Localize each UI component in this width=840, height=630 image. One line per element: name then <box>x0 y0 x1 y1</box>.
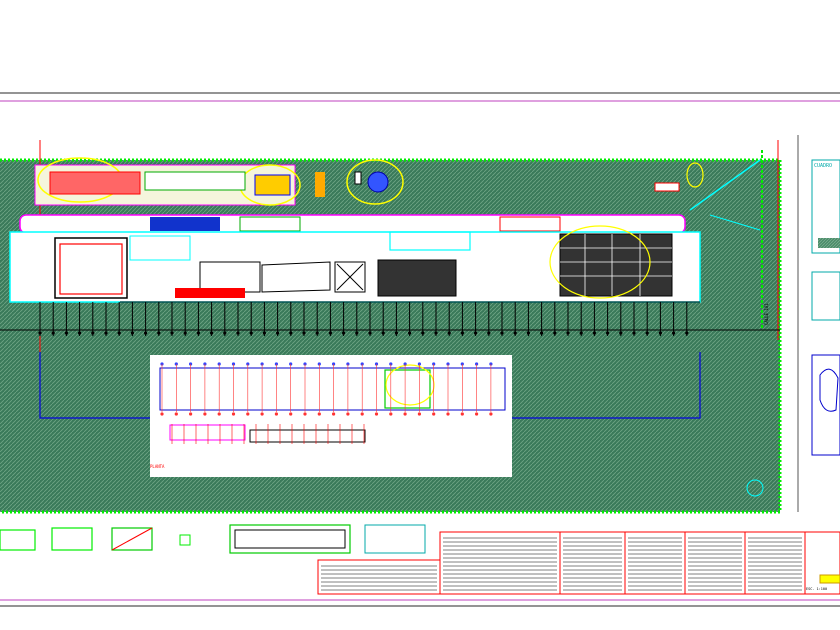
grid-dot <box>317 412 321 416</box>
grid-dot <box>231 412 236 416</box>
right-legend-panel: CUADRO <box>797 135 840 512</box>
grid-dot <box>346 412 350 416</box>
column-marker <box>104 331 108 335</box>
street-label: CALLE 101 <box>764 303 769 325</box>
column-marker <box>117 331 121 335</box>
stamp-label: ESC. 1:100 <box>806 587 827 591</box>
column-marker <box>328 331 332 335</box>
sheet-frame <box>0 92 840 607</box>
bottom-legend <box>0 524 426 554</box>
detail-grid-dots <box>160 362 493 444</box>
grid-dot <box>460 412 464 416</box>
column-marker <box>249 331 253 335</box>
grid-dot <box>475 412 479 416</box>
column-marker <box>64 331 68 335</box>
column-marker <box>632 331 636 335</box>
grid-dot <box>432 412 436 416</box>
column-marker <box>513 331 517 335</box>
top-strip <box>34 157 704 206</box>
title-block-lines <box>321 537 802 591</box>
grid-dot <box>489 412 493 416</box>
column-marker <box>262 331 266 335</box>
column-marker <box>460 331 464 335</box>
grid-dot <box>174 412 178 416</box>
grid-dot <box>303 412 307 416</box>
column-marker <box>394 331 398 335</box>
grid-dot <box>246 412 250 416</box>
grid-dot <box>274 412 278 416</box>
column-marker <box>408 331 412 335</box>
column-marker <box>434 331 438 335</box>
column-marker <box>474 331 478 335</box>
site-boundary <box>0 158 782 514</box>
column-marker <box>487 331 491 335</box>
column-marker <box>672 331 676 335</box>
grid-dot <box>332 412 336 416</box>
detail-box: PLANTA <box>150 355 512 477</box>
grid-dot <box>203 412 207 416</box>
column-marker <box>315 331 319 335</box>
column-marker <box>553 331 557 335</box>
column-marker <box>500 331 504 335</box>
grid-dot <box>160 412 164 416</box>
grid-dot <box>446 412 450 416</box>
grid-dot <box>289 412 293 416</box>
column-marker <box>78 331 82 335</box>
column-marker <box>196 331 200 335</box>
column-marker <box>130 331 134 335</box>
column-marker <box>210 331 214 335</box>
grid-dot <box>360 412 364 416</box>
column-marker <box>540 331 544 335</box>
column-marker <box>38 331 42 335</box>
column-marker <box>579 331 583 335</box>
column-marker <box>289 331 293 335</box>
column-marker <box>302 331 306 335</box>
column-marker <box>355 331 359 335</box>
column-marker <box>526 331 531 335</box>
column-marker <box>91 331 95 335</box>
column-marker <box>381 331 385 335</box>
column-marker <box>144 331 148 335</box>
column-marker <box>566 331 570 335</box>
main-building <box>9 214 701 303</box>
column-marker <box>223 331 227 335</box>
column-marker <box>606 331 610 335</box>
column-marker <box>645 331 649 335</box>
title-block: ESC. 1:100 <box>317 531 840 595</box>
column-marker <box>685 331 689 335</box>
column-marker <box>619 331 623 335</box>
grid-dot <box>217 412 221 416</box>
column-marker <box>421 331 425 335</box>
grid-dot <box>389 412 393 416</box>
grid-dot <box>417 412 421 416</box>
grid-dot <box>374 412 379 416</box>
column-marker <box>157 331 161 335</box>
column-marker <box>592 331 597 335</box>
site-plan: PLANTA CALLE 101 <box>0 140 782 514</box>
grid-dot <box>260 412 264 416</box>
north-arrow-icon <box>746 479 764 497</box>
column-marker <box>447 331 451 335</box>
column-marker <box>342 331 346 335</box>
grid-dot <box>403 412 407 416</box>
column-ticks <box>38 302 689 336</box>
column-marker <box>368 331 372 335</box>
column-marker <box>658 331 663 335</box>
grid-dot <box>189 412 193 416</box>
column-marker <box>51 331 55 335</box>
detail-caption: PLANTA <box>150 464 165 469</box>
column-marker <box>170 331 174 335</box>
column-marker <box>183 331 187 335</box>
column-marker <box>236 331 240 335</box>
column-marker <box>276 331 280 335</box>
block-title: CUADRO <box>814 163 832 169</box>
